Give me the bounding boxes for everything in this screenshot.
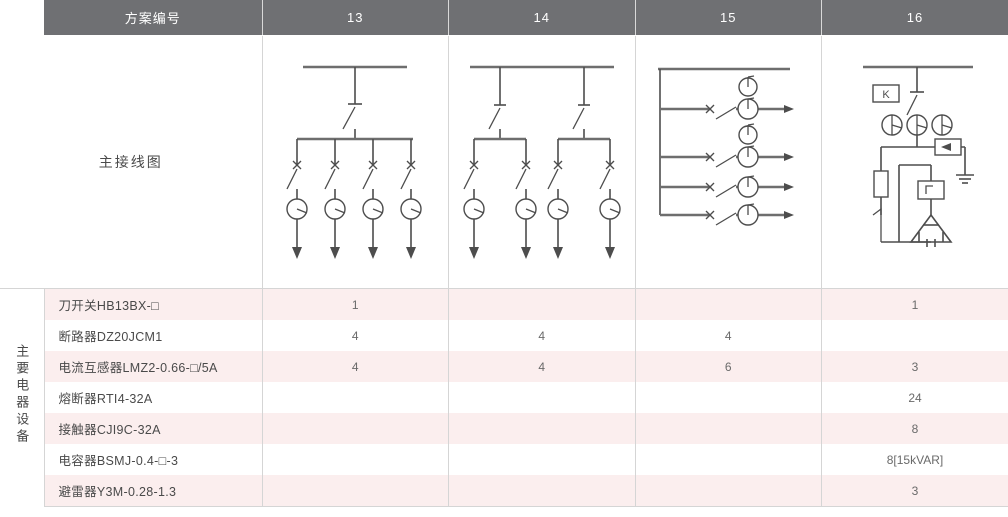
cell-value [262,444,449,475]
table-row: 电流互感器LMZ2-0.66-□/5A 4 4 6 3 [0,351,1008,382]
cell-value: 4 [262,320,449,351]
cell-value [635,288,822,320]
switch-group-right-14 [547,67,621,259]
relay-box-k-label: K [882,89,890,101]
row-label: 接触器CJI9C-32A [44,413,263,444]
header-row: 方案编号 13 14 15 16 [0,0,1008,36]
delta-capacitor-bank-16 [909,214,953,247]
dual-switch-four-feeder-diagram [463,65,621,259]
diagram-cell-16: K [821,35,1008,289]
capacitor-bank-compensation-diagram: K [863,65,974,247]
header-column-13: 13 [262,0,449,36]
cell-value [448,413,636,444]
feeder-branches-13 [286,139,422,259]
header-corner-cell [0,0,44,36]
header-scheme-number-label: 方案编号 [44,0,263,36]
branch-1-15 [660,97,795,120]
table-row: 避雷器Y3M-0.28-1.3 3 [0,475,1008,507]
cell-value [262,382,449,413]
branch-3-15 [660,175,795,198]
cell-value: 3 [821,351,1008,382]
cell-value: 24 [821,382,1008,413]
table-row: 接触器CJI9C-32A 8 [0,413,1008,444]
diagram-row: 主接线图 [0,35,1008,289]
cell-value [635,413,822,444]
header-column-16: 16 [821,0,1008,36]
cell-value [635,475,822,507]
header-column-15: 15 [635,0,822,36]
table-body: 主接线图 [0,35,1008,507]
cell-value [448,475,636,507]
row-label: 刀开关HB13BX-□ [44,288,263,320]
cell-value: 6 [635,351,822,382]
branch-4-15 [660,203,795,226]
switch-group-left-14 [463,67,537,259]
cell-value [448,444,636,475]
diagram-cell-15 [635,35,822,289]
cell-value: 1 [821,288,1008,320]
diagram-cell-14 [448,35,636,289]
branch-2-15 [660,145,795,168]
cell-value: 4 [635,320,822,351]
cell-value [262,475,449,507]
row-label: 避雷器Y3M-0.28-1.3 [44,475,263,507]
arrester-block-16 [934,138,974,184]
diagram-cell-13 [262,35,449,289]
cell-value [448,382,636,413]
cell-value [635,382,822,413]
vertical-bus-four-branch-diagram [658,67,795,226]
cell-value: 4 [448,351,636,382]
cell-value [448,288,636,320]
row-label: 电流互感器LMZ2-0.66-□/5A [44,351,263,382]
row-label: 熔断器RTI4-32A [44,382,263,413]
table-row: 断路器DZ20JCM1 4 4 4 [0,320,1008,351]
table-header: 方案编号 13 14 15 16 [0,0,1008,36]
main-wiring-diagram-label: 主接线图 [0,35,263,289]
table-row: 电容器BSMJ-0.4-□-3 8[15kVAR] [0,444,1008,475]
group-label-cell: 主要电器设备 [0,288,45,507]
cell-value: 1 [262,288,449,320]
current-transformers-16 [881,114,953,136]
cell-value: 8[15kVAR] [821,444,1008,475]
busbar-four-feeder-diagram [286,65,422,259]
table-row: 熔断器RTI4-32A 24 [0,382,1008,413]
cell-value [262,413,449,444]
cell-value: 4 [448,320,636,351]
row-label: 断路器DZ20JCM1 [44,320,263,351]
cell-value: 3 [821,475,1008,507]
cell-value [821,320,1008,351]
cell-value [635,444,822,475]
cell-value: 4 [262,351,449,382]
contactor-capacitor-branch-16 [898,164,953,247]
header-column-14: 14 [448,0,636,36]
row-label: 电容器BSMJ-0.4-□-3 [44,444,263,475]
group-label-text: 主要电器设备 [14,344,30,447]
cell-value: 8 [821,413,1008,444]
relay-box-k-16: K [872,84,900,103]
table-row: 主要电器设备 刀开关HB13BX-□ 1 1 [0,288,1008,507]
